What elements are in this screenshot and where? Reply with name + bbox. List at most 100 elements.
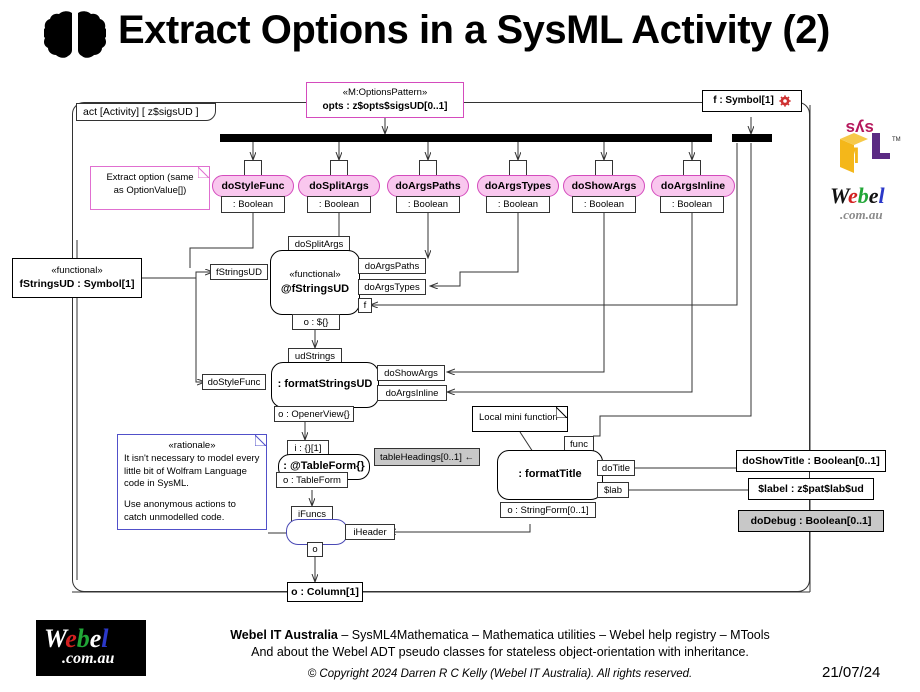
pin-label: iFuncs: [298, 508, 326, 520]
pin-label: o : ${}: [303, 316, 329, 328]
webel-letter: e: [65, 624, 77, 653]
footer-brand: Webel IT Australia: [230, 628, 338, 642]
gear-icon: [779, 95, 791, 107]
param-label[interactable]: $label : z$pat$lab$ud: [748, 478, 874, 500]
action-fStringsUD-call[interactable]: «functional» @fStringsUD: [270, 250, 360, 315]
pin-doTitle: doTitle: [597, 460, 635, 476]
webel-letter: W: [44, 624, 66, 653]
pin-label: doArgsTypes: [364, 281, 420, 293]
note-line: catch unmodelled code.: [124, 512, 225, 524]
action-doArgsTypes[interactable]: doArgsTypes: [477, 175, 559, 197]
pin-out-tableform: o : TableForm: [276, 472, 348, 488]
pin-label: doStyleFunc: [207, 376, 261, 388]
note-corner-icon: [556, 407, 567, 418]
action-doShowArgs[interactable]: doShowArgs: [563, 175, 645, 197]
pin-doArgsTypes-in: doArgsTypes: [358, 279, 426, 295]
pin-option-in: [595, 160, 613, 176]
pin-doArgsTypes-type: : Boolean: [486, 196, 550, 213]
action-doSplitArgs[interactable]: doSplitArgs: [298, 175, 380, 197]
pin-label: o : OpenerView{}: [278, 408, 350, 420]
note-corner-icon: [255, 435, 266, 446]
pin-label: fStringsUD: [216, 266, 262, 278]
pin-doStyleFunc-in: doStyleFunc: [202, 374, 266, 390]
pin-label: : Boolean: [497, 199, 539, 210]
object-fStringsUD[interactable]: «functional» fStringsUD : Symbol[1]: [12, 258, 142, 298]
footer-copyright: © Copyright 2024 Darren R C Kelly (Webel…: [307, 668, 693, 680]
pin-label: : Boolean: [583, 199, 625, 210]
webel-logo-footer: Webel .com.au: [36, 620, 146, 676]
pin-out-openerview: o : OpenerView{}: [274, 406, 354, 422]
symbol-parameter-node[interactable]: f : Symbol[1]: [702, 90, 802, 112]
webel-letter: e: [847, 183, 858, 208]
note-line: Language code in SysML.: [124, 465, 247, 490]
action-doStyleFunc[interactable]: doStyleFunc: [212, 175, 294, 197]
options-pattern-block[interactable]: «M:OptionsPattern» opts : z$opts$sigsUD[…: [306, 82, 464, 118]
page-title: Extract Options in a SysML Activity (2): [118, 8, 830, 52]
pin-doSplitArgs-type: : Boolean: [307, 196, 371, 213]
note-line: Extract option (same: [106, 172, 194, 183]
action-label: doArgsTypes: [484, 179, 552, 192]
param-label: $label : z$pat$lab$ud: [758, 482, 864, 495]
pin-label: iHeader: [353, 526, 387, 538]
fork-bar-symbol: [732, 134, 772, 142]
webel-letter: l: [878, 183, 885, 208]
note-rationale: «rationale» It isn't necessary to model …: [117, 434, 267, 530]
fork-bar-main: [220, 134, 712, 142]
note-line: Use anonymous actions to: [124, 499, 236, 511]
pin-label: : Boolean: [232, 199, 274, 210]
param-label: doDebug : Boolean[0..1]: [750, 514, 872, 527]
webel-letter: e: [89, 624, 102, 653]
note-spacer: [124, 491, 260, 499]
action-label: @fStringsUD: [280, 282, 350, 295]
param-label: doShowTitle : Boolean[0..1]: [742, 454, 880, 467]
pin-label: udStrings: [294, 350, 336, 362]
action-label: doShowArgs: [571, 179, 637, 192]
note-line: as OptionValue[]): [113, 184, 187, 196]
pin-label: f: [363, 300, 367, 311]
pin-iHeader: iHeader: [345, 524, 395, 540]
pin-label: $lab: [604, 484, 622, 496]
pin-label: doShowArgs: [384, 367, 438, 379]
pin-option-in: [330, 160, 348, 176]
webel-letter: b: [76, 624, 90, 653]
activity-frame-label: act [Activity] [ z$sigsUD ]: [83, 106, 199, 118]
webel-letter: b: [857, 183, 869, 208]
action-doArgsPaths[interactable]: doArgsPaths: [387, 175, 469, 197]
action-label: : formatStringsUD: [277, 378, 373, 391]
action-formatStringsUD[interactable]: : formatStringsUD: [271, 362, 379, 408]
pin-label: o: [312, 544, 318, 555]
activity-frame-tab: act [Activity] [ z$sigsUD ]: [76, 103, 216, 121]
pin-option-in: [419, 160, 437, 176]
action-doArgsInline[interactable]: doArgsInline: [651, 175, 735, 197]
action-stereotype: «functional»: [289, 269, 341, 281]
pin-doSplitArgs-in: doSplitArgs: [288, 236, 350, 252]
pin-doShowArgs-type: : Boolean: [572, 196, 636, 213]
param-doShowTitle[interactable]: doShowTitle : Boolean[0..1]: [736, 450, 886, 472]
object-column-out[interactable]: o : Column[1]: [287, 582, 363, 602]
footer-tagline: – SysML4Mathematica – Mathematica utilit…: [337, 628, 770, 642]
pin-label: : Boolean: [318, 199, 360, 210]
pin-label: doSplitArgs: [294, 238, 344, 250]
action-formatTitle[interactable]: : formatTitle: [497, 450, 603, 500]
object-stereotype: «functional»: [51, 265, 103, 276]
pin-label: i : {}[1]: [294, 442, 322, 454]
pin-iFuncs: iFuncs: [291, 506, 333, 522]
pin-out-o: o: [307, 542, 323, 557]
pin-label: o : StringForm[0..1]: [507, 504, 589, 516]
pin-label: tableHeadings[0..1] ←: [379, 451, 474, 463]
webel-domain: .com.au: [62, 650, 115, 667]
footer-line-1: Webel IT Australia – SysML4Mathematica –…: [150, 628, 850, 642]
pin-option-in: [683, 160, 701, 176]
pin-doArgsInline-type: : Boolean: [660, 196, 724, 213]
pin-slab: $lab: [597, 482, 629, 498]
action-label: doArgsInline: [660, 179, 726, 192]
pin-doArgsPaths-in: doArgsPaths: [358, 258, 426, 274]
action-label: : formatTitle: [518, 468, 582, 481]
pin-fStringsUD-in: fStringsUD: [210, 264, 268, 280]
pin-label: : Boolean: [671, 199, 713, 210]
param-doDebug[interactable]: doDebug : Boolean[0..1]: [738, 510, 884, 532]
brain-icon: [44, 11, 106, 58]
pin-label: : Boolean: [407, 199, 449, 210]
action-anonymous[interactable]: [286, 519, 348, 545]
